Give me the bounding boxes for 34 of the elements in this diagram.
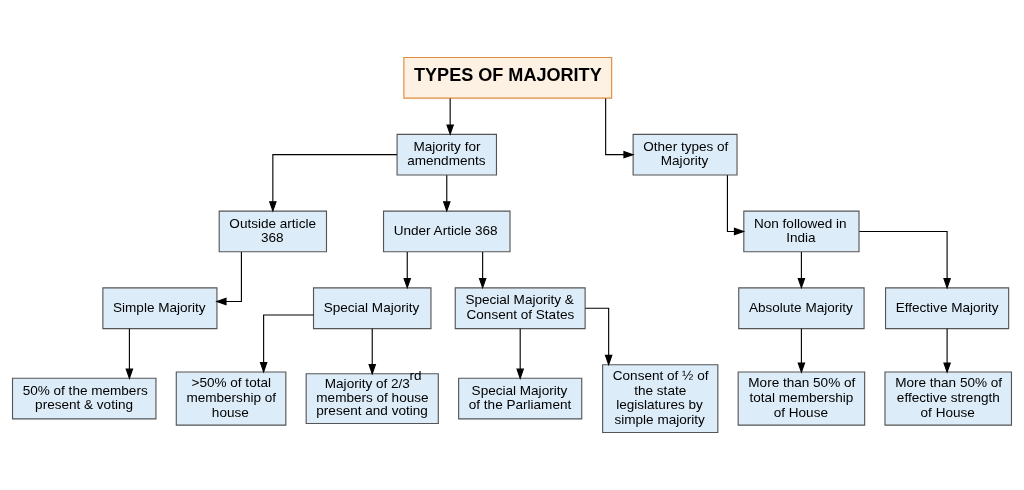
arrow [125, 328, 134, 380]
arrow [516, 328, 525, 380]
node-box: More than 50% of total membership of House [737, 371, 866, 426]
node-box: Special Majority [312, 287, 432, 330]
node-box: 50% of the members present & voting [11, 377, 157, 420]
node-box: Simple Majority [102, 287, 218, 330]
node-box: Special Majority & Consent of States [454, 287, 586, 330]
node-box: Outside article 368 [218, 210, 328, 253]
arrow [442, 174, 451, 213]
node-box: >50% of total membership of house [175, 371, 287, 426]
node-box: TYPES OF MAJORITY [403, 56, 613, 99]
arrow [797, 328, 806, 374]
arrow [403, 251, 412, 290]
node-box: Special Majority of the Parliament [458, 377, 583, 420]
arrow [215, 251, 242, 306]
arrow [446, 97, 455, 136]
arrow [797, 251, 806, 290]
node-box: Consent of ½ of the state legislatures by simple majority [602, 364, 719, 434]
node-box: More than 50% of effective strength of House [884, 371, 1013, 426]
arrow [605, 97, 635, 159]
arrow [943, 328, 952, 374]
node-box: Effective Majority [885, 287, 1010, 330]
node-box: Under Article 368 [382, 210, 511, 253]
arrow [584, 307, 613, 367]
node-box: Absolute Majority [738, 287, 865, 330]
node-box: Non followed in India [743, 210, 860, 253]
arrow [726, 174, 746, 236]
arrow [268, 154, 398, 213]
node-box: Majority for amendments [396, 133, 498, 176]
arrow [858, 230, 952, 290]
arrow [368, 328, 377, 376]
arrow [478, 251, 487, 290]
node-box: Other types of Majority [632, 133, 738, 176]
arrow [259, 314, 315, 374]
